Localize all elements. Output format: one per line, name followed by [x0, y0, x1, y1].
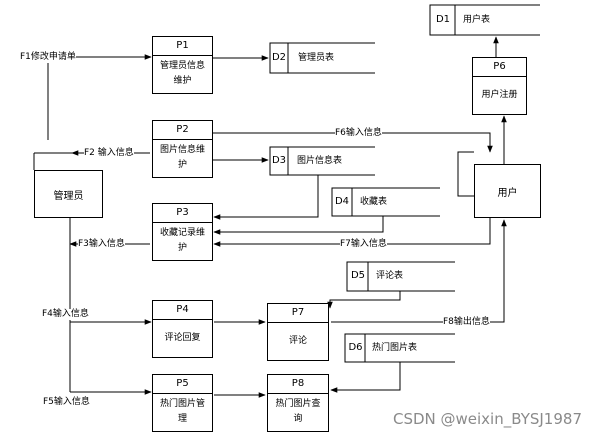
flow-f2-label: F2 输入信息 [84, 148, 134, 159]
store-d2-id: D2 [271, 52, 287, 63]
store-d3-name: 图片信息表 [297, 156, 343, 166]
process-p3-name: 收藏记录维护 [159, 228, 205, 253]
store-d5-id: D5 [350, 270, 366, 281]
entity-user: 用户 [474, 164, 541, 218]
store-d6-id: D6 [348, 342, 363, 353]
store-d4-name: 收藏表 [360, 197, 388, 207]
store-d3-id: D3 [271, 155, 287, 166]
process-p2: P2 图片信息维护 [152, 120, 213, 178]
process-p6: P6 用户注册 [472, 57, 527, 115]
watermark: CSDN @weixin_BYSJ1987 [392, 410, 582, 428]
process-p3-id: P3 [153, 204, 212, 223]
process-p5-name: 热门图片管理 [159, 399, 205, 424]
store-d6-name: 热门图片表 [372, 343, 418, 353]
process-p7: P7 评论 [267, 303, 329, 361]
entity-admin: 管理员 [34, 170, 103, 218]
process-p4-name: 评论回复 [164, 332, 201, 343]
flow-f6-label: F6输入信息 [335, 128, 382, 139]
process-p1-name: 管理员信息维护 [159, 61, 205, 86]
flow-f3-label: F3输入信息 [78, 239, 125, 250]
flow-f4-label: F4输入信息 [42, 309, 89, 320]
process-p2-id: P2 [153, 121, 212, 140]
process-p6-id: P6 [473, 58, 526, 77]
process-p5: P5 热门图片管理 [152, 374, 213, 432]
process-p4-id: P4 [153, 301, 212, 320]
process-p3: P3 收藏记录维护 [152, 203, 213, 261]
store-d1-name: 用户表 [463, 15, 491, 25]
flow-f7-label: F7输入信息 [340, 239, 387, 250]
process-p1-id: P1 [153, 37, 212, 56]
flow-f8-label: F8输出信息 [443, 317, 490, 328]
process-p6-name: 用户注册 [481, 89, 518, 100]
process-p1: P1 管理员信息维护 [152, 36, 213, 94]
store-d2-name: 管理员表 [298, 53, 335, 63]
flow-f1-label: F1修改申请单 [20, 52, 76, 63]
store-d5-name: 评论表 [376, 271, 404, 281]
flow-f5-label: F5输入信息 [43, 397, 90, 408]
process-p7-id: P7 [268, 304, 328, 323]
process-p8-id: P8 [268, 375, 328, 394]
process-p2-name: 图片信息维护 [159, 145, 205, 170]
process-p5-id: P5 [153, 375, 212, 394]
process-p8-name: 热门图片查询 [275, 399, 321, 424]
store-d4-id: D4 [334, 196, 350, 207]
store-d1-id: D1 [435, 14, 451, 25]
process-p7-name: 评论 [288, 335, 307, 346]
process-p8: P8 热门图片查询 [267, 374, 329, 432]
process-p4: P4 评论回复 [152, 300, 213, 358]
